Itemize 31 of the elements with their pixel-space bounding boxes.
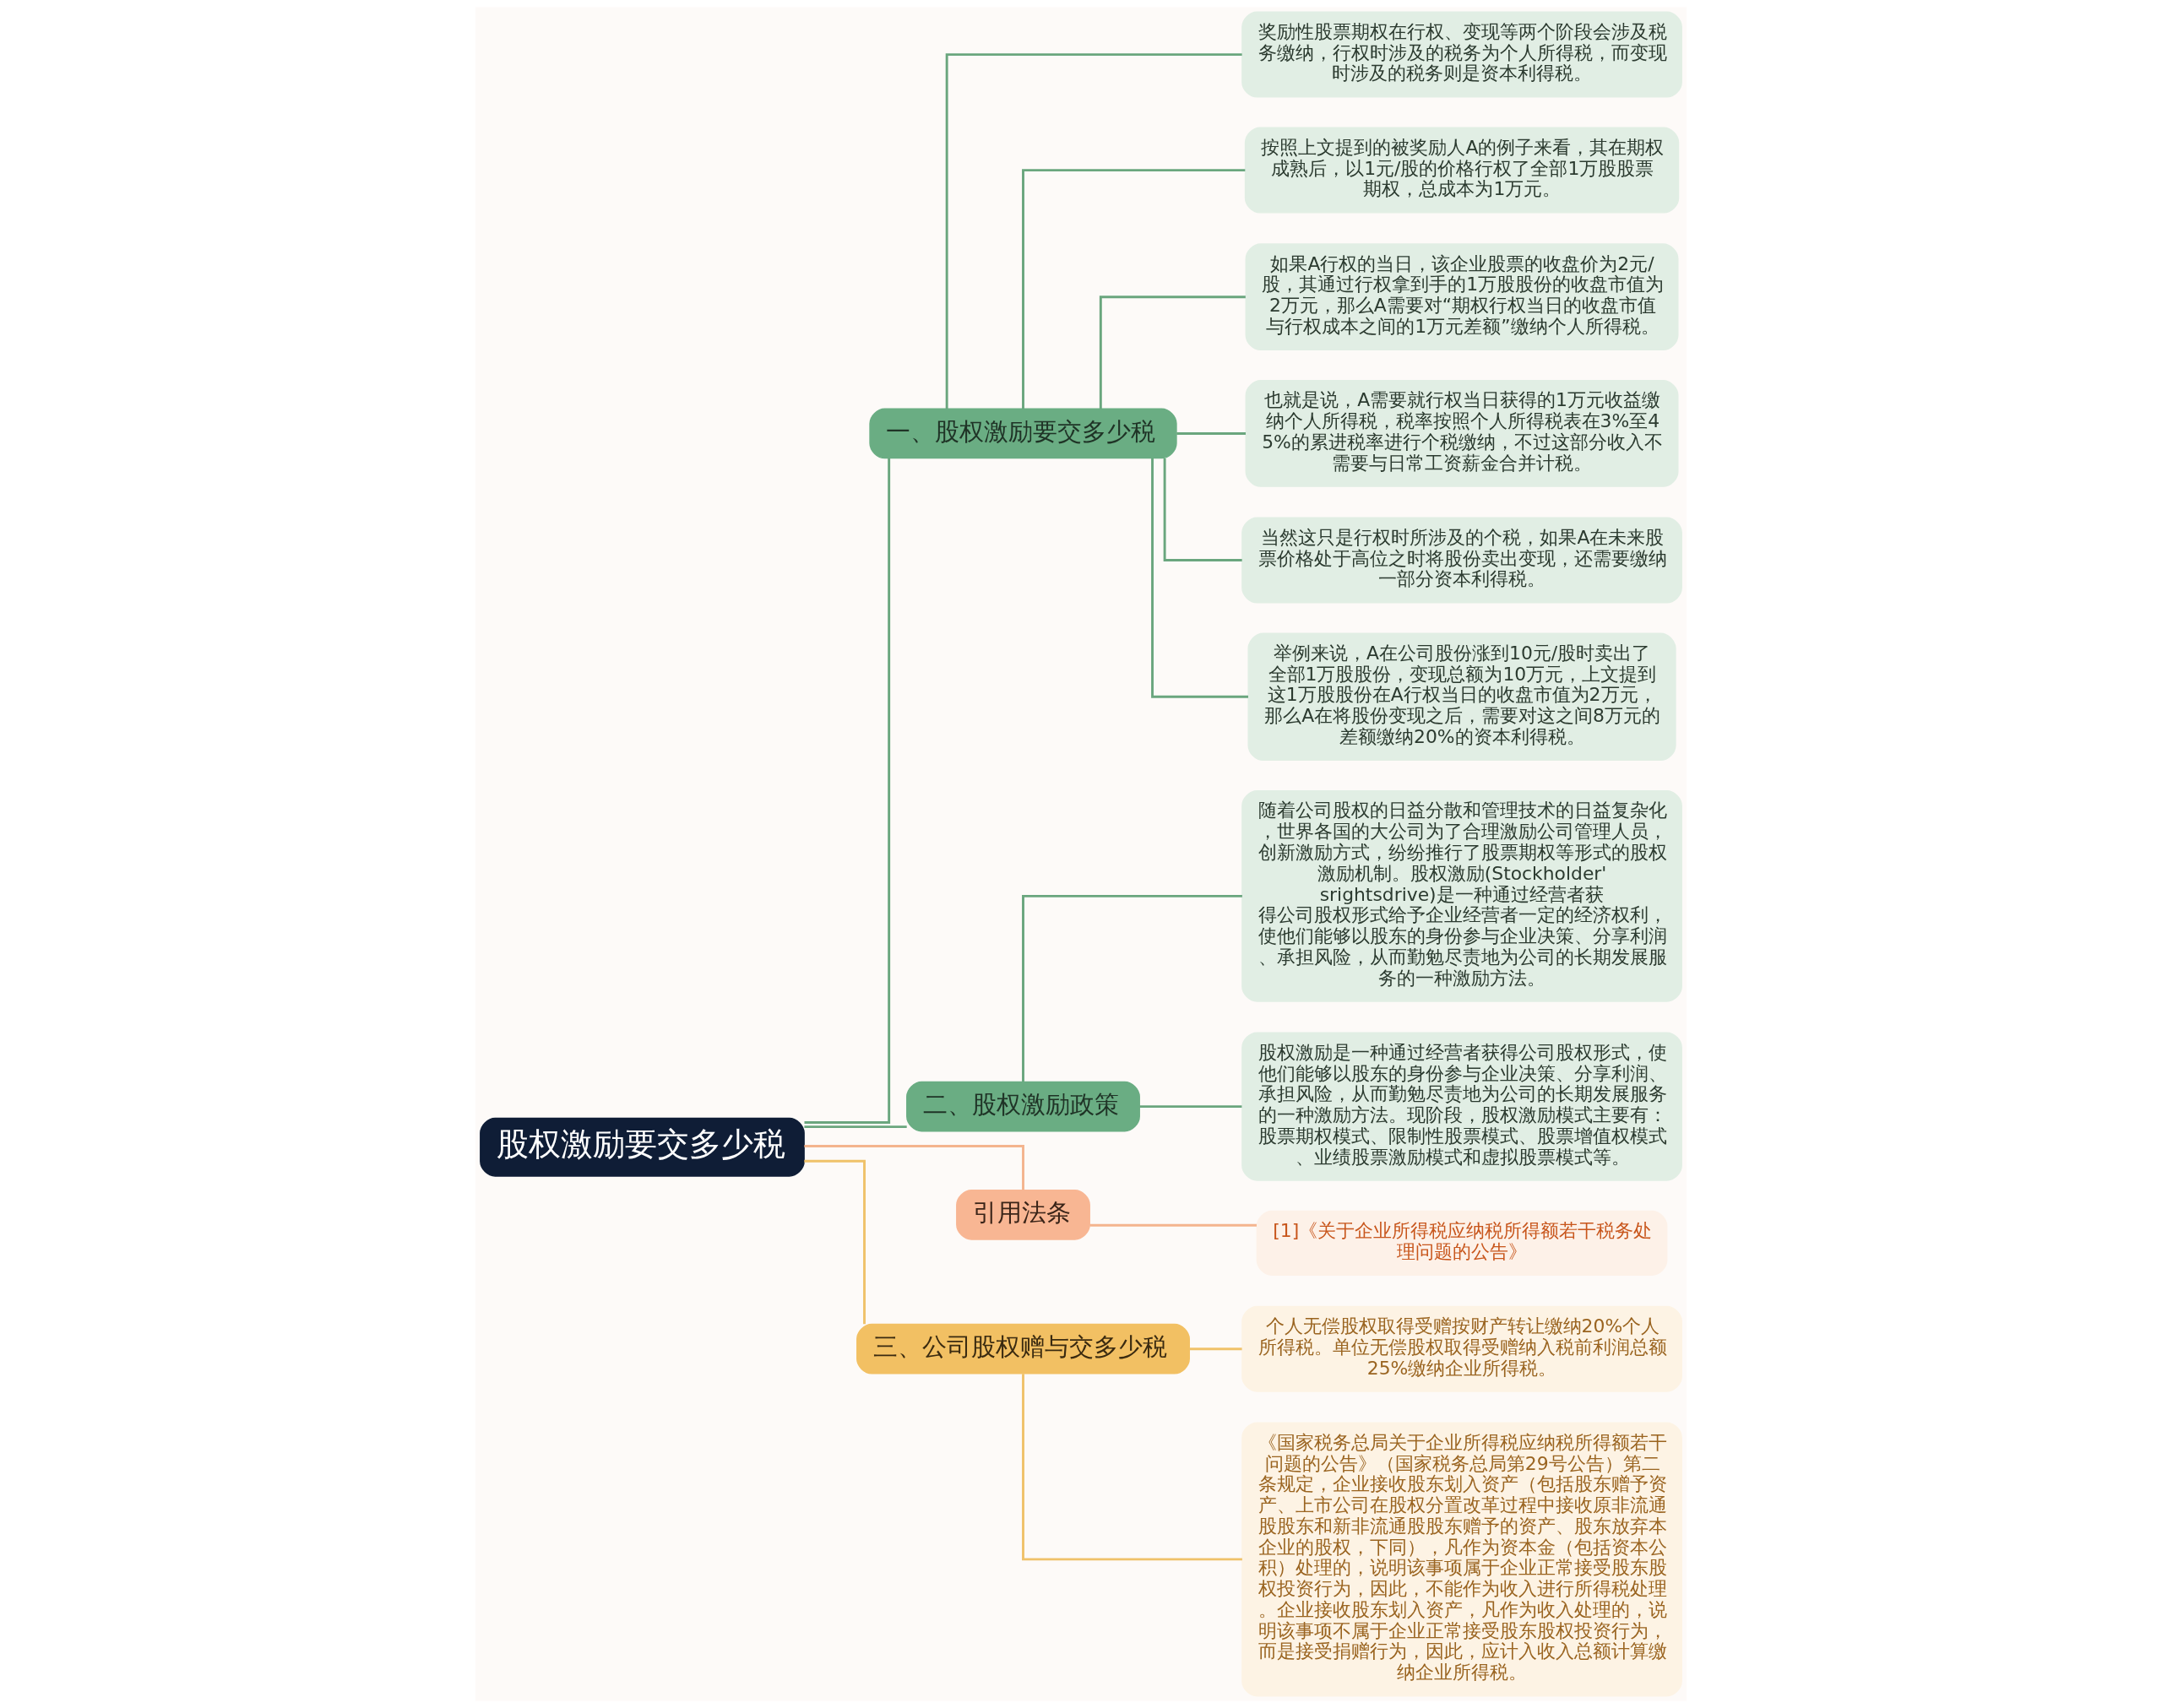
- connector: [1099, 296, 1246, 409]
- node-box: 《国家税务总局关于企业所得税应纳税所得额若干问题的公告》（国家税务总局第29号公告）第二条规定，企业接收股东划入资产（包括股东赠予资产、上市公司在股权分置改革过程中接收原非流通股股东和新非流通股股东赠予的资产、股东放弃本企业的股权，下同），凡作为资本金（包括资本公积）处理的，说明该事项属于企业正常接受股东股权投资行为，因此，不能作为收入进行所得税处理。企业接收股东划入资产，凡作为收入处理的，说明该事项不属于企业正常接受股东股权投资行为，而是接受捐赠行为，因此，应计入收入总额计算缴纳企业所得税。: [1241, 1422, 1682, 1697]
- connector: [1022, 1374, 1242, 1561]
- node-box: 股权激励要交多少税: [480, 1117, 805, 1177]
- connector: [1189, 1347, 1242, 1351]
- node-box: 奖励性股票期权在行权、变现等两个阶段会涉及税务缴纳，行权时涉及的税务为个人所得税，而变现时涉及的税务则是资本利得税。: [1241, 11, 1682, 98]
- node-box: 随着公司股权的日益分散和管理技术的日益复杂化，世界各国的大公司为了合理激励公司管理人员，创新激励方式，纷纷推行了股票期权等形式的股权激励机制。股权激励(Stockholder'srightsdrive)是一种通过经营者获得公司股权形式给予企业经营者一定的经济权利，使他们能够以股东的身份参与企业决策、分享利润、承担风险，从而勤勉尽责地为公司的长期发展服务的一种激励方法。: [1241, 790, 1682, 1002]
- connector: [804, 1125, 907, 1129]
- node-box: [1]《关于企业所得税应纳税所得额若干税务处理问题的公告》: [1256, 1210, 1668, 1276]
- connector: [1022, 169, 1246, 409]
- connector: [1022, 894, 1242, 1082]
- node-box: 一、股权激励要交多少税: [869, 408, 1177, 459]
- node-box: 如果A行权的当日，该企业股票的收盘价为2元/股，其通过行权拿到手的1万股股份的收盘市值为2万元，那么A需要对“期权行权当日的收盘市值与行权成本之间的1万元差额”缴纳个人所得税。: [1245, 243, 1679, 351]
- connector: [1139, 1105, 1242, 1109]
- node-box: 当然这只是行权时所涉及的个税，如果A在未来股票价格处于高位之时将股份卖出变现，还需要缴纳一部分资本利得税。: [1241, 517, 1682, 604]
- node-box: 个人无偿股权取得受赠按财产转让缴纳20%个人所得税。单位无偿股权取得受赠纳入税前利润总额25%缴纳企业所得税。: [1241, 1305, 1682, 1392]
- connector: [1176, 432, 1246, 435]
- node-box: 三、公司股权赠与交多少税: [856, 1323, 1190, 1375]
- connector: [804, 1145, 1024, 1190]
- connector: [804, 1159, 866, 1325]
- connector: [804, 458, 891, 1124]
- node-box: 二、股权激励政策: [906, 1081, 1140, 1132]
- node-box: 股权激励是一种通过经营者获得公司股权形式，使他们能够以股东的身份参与企业决策、分享利润、承担风险，从而勤勉尽责地为公司的长期发展服务的一种激励方法。现阶段，股权激励模式主要有：股票期权模式、限制性股票模式、股票增值权模式、业绩股票激励模式和虚拟股票模式等。: [1241, 1032, 1682, 1181]
- node-box: 引用法条: [956, 1190, 1090, 1240]
- node-box: 也就是说，A需要就行权当日获得的1万元收益缴纳个人所得税，税率按照个人所得税表在3%至45%的累进税率进行个税缴纳，不过这部分收入不需要与日常工资薪金合并计税。: [1245, 380, 1679, 487]
- connector: [1163, 458, 1242, 562]
- connector: [1151, 458, 1248, 698]
- node-box: 按照上文提到的被奖励人A的例子来看，其在期权成熟后，以1元/股的价格行权了全部1万股股票期权，总成本为1万元。: [1244, 127, 1680, 214]
- connector: [945, 53, 1242, 409]
- connector: [1089, 1223, 1257, 1227]
- node-box: 举例来说，A在公司股份涨到10元/股时卖出了全部1万股股份，变现总额为10万元，上文提到这1万股股份在A行权当日的收盘市值为2万元，那么A在将股份变现之后，需要对这之间8万元的差额缴纳20%的资本利得税。: [1247, 632, 1676, 762]
